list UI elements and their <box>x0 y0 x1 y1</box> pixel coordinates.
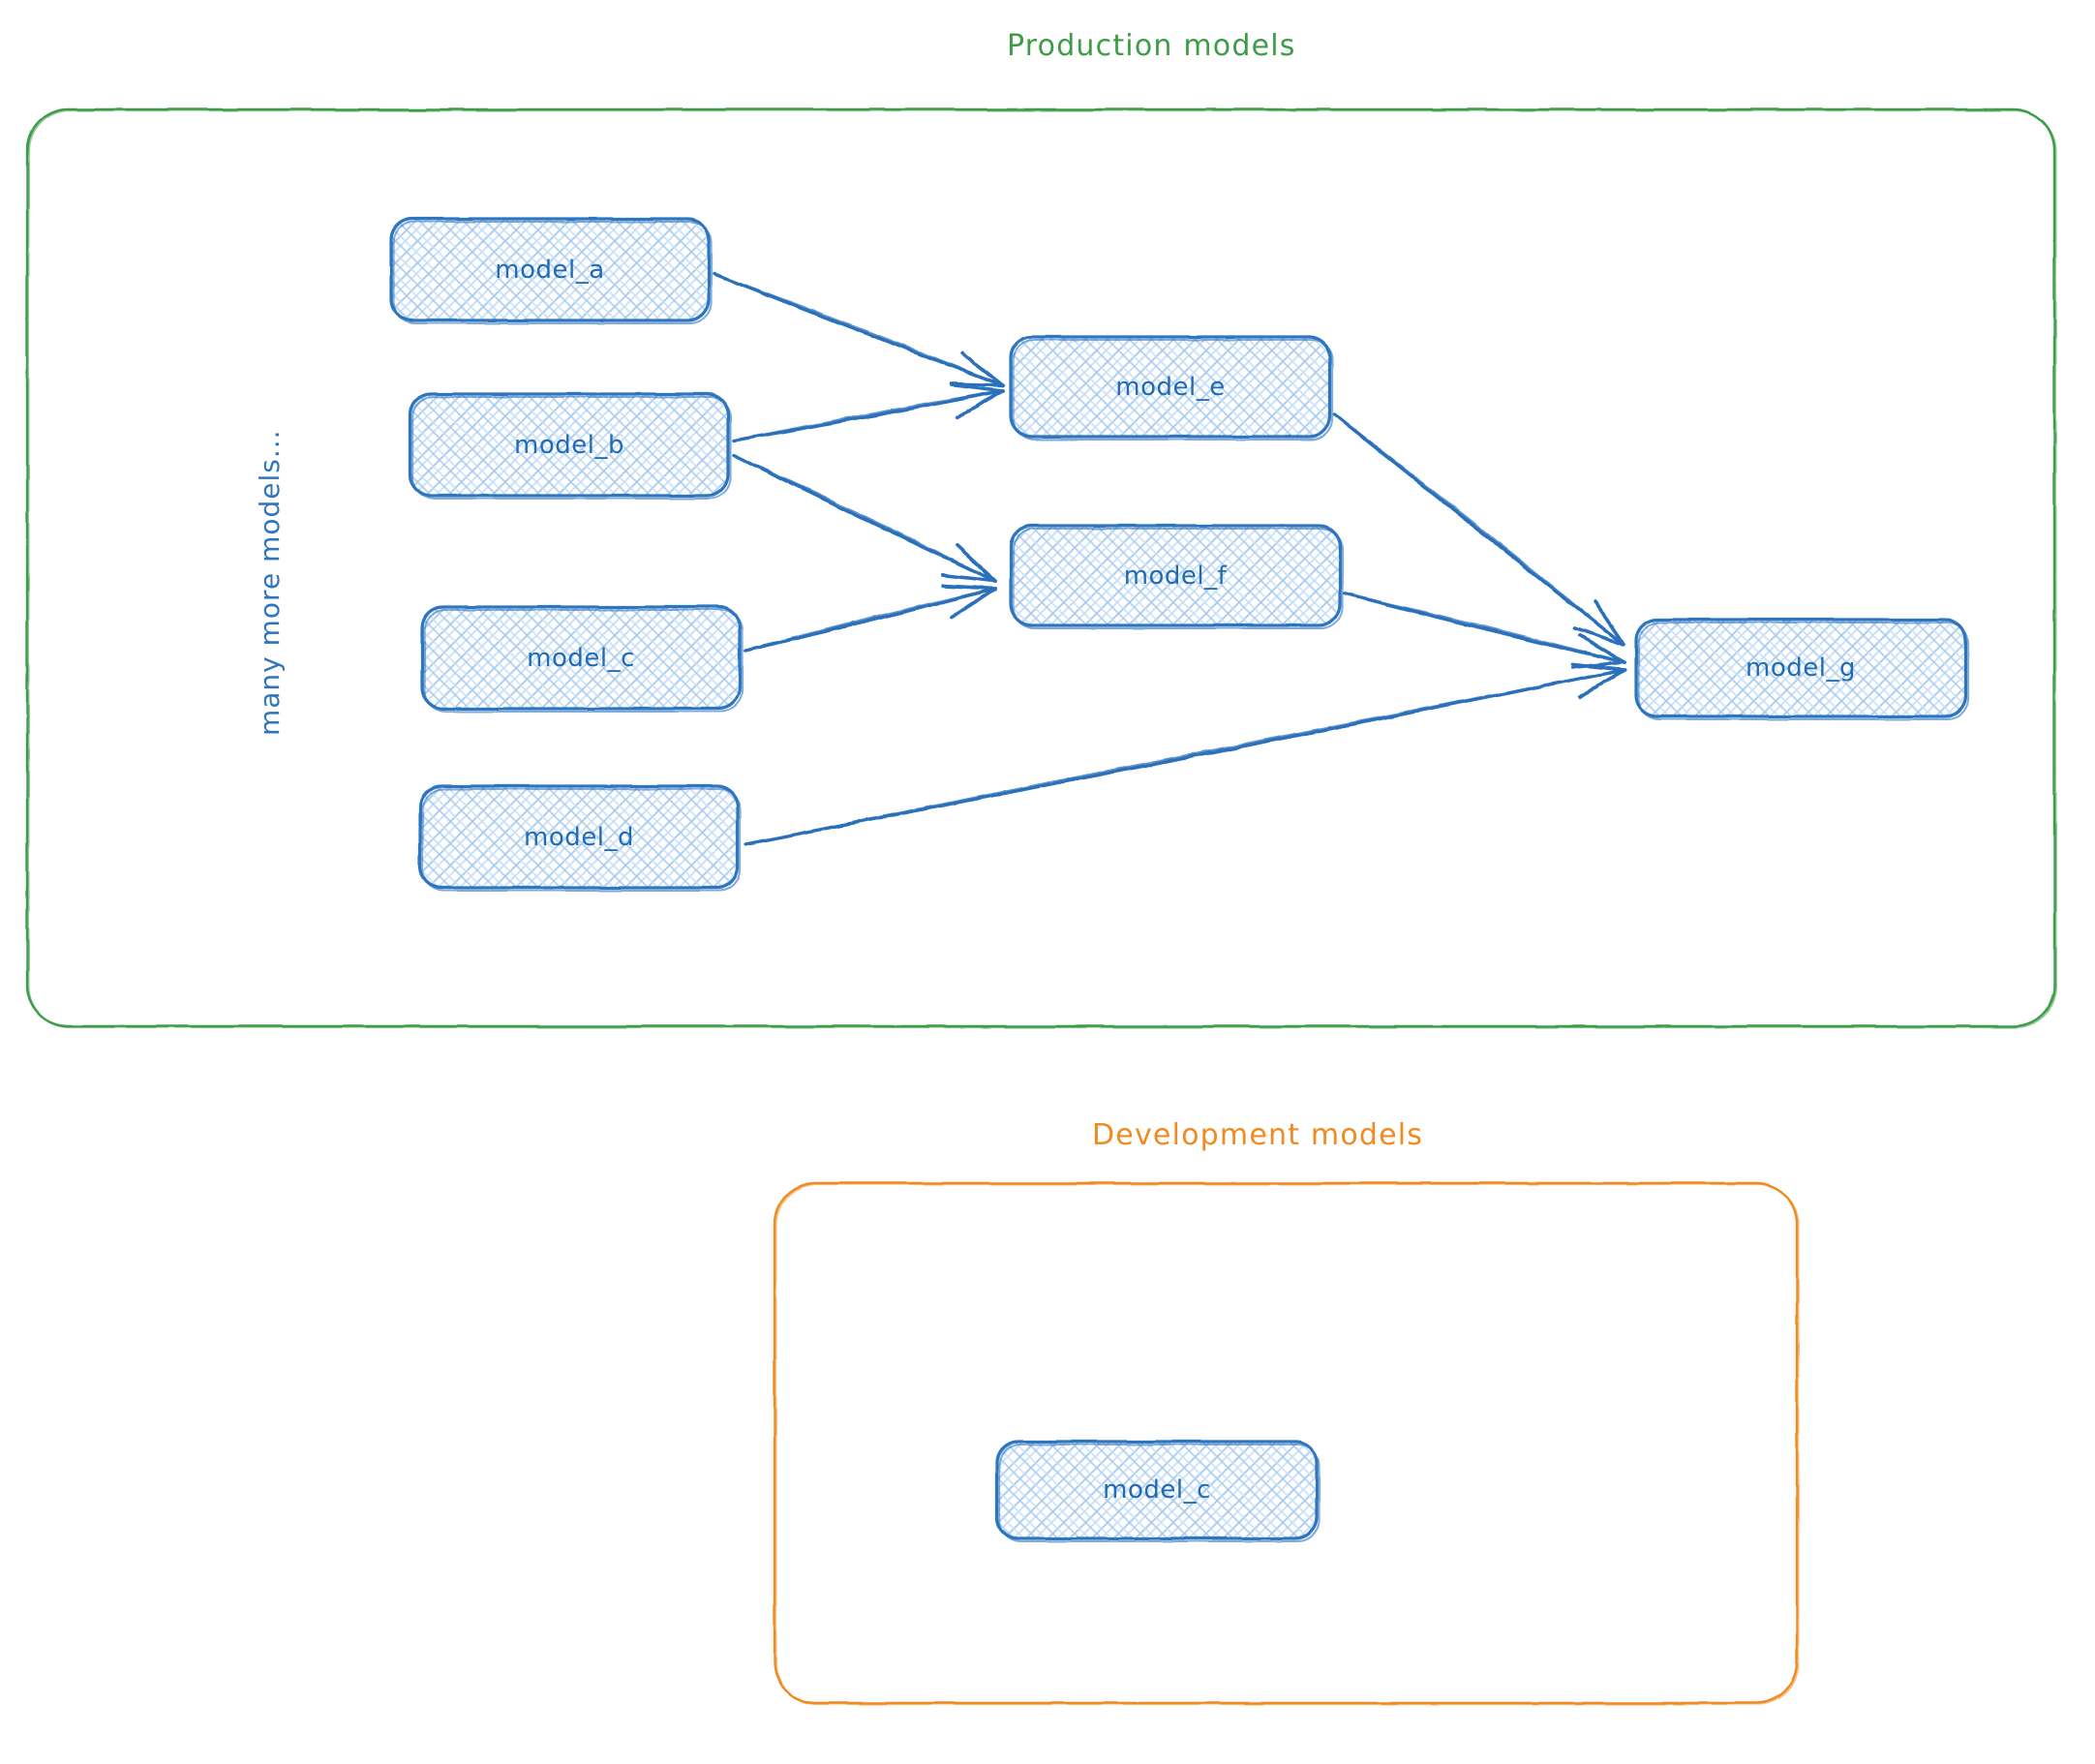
edge-b-f <box>732 453 997 583</box>
edge-c-f <box>744 584 997 653</box>
node-model_g[interactable] <box>1634 618 1969 720</box>
node-model_c_prod[interactable] <box>420 605 744 713</box>
node-label-model_g: model_g <box>1746 654 1856 683</box>
node-model_f[interactable] <box>1009 524 1344 629</box>
node-model_b[interactable] <box>409 392 732 500</box>
group-title-development: Development models <box>1092 1118 1424 1152</box>
node-model_a[interactable] <box>389 217 713 324</box>
side-label-many-more-models: many more models... <box>254 429 286 736</box>
node-label-model_c_dev: model_c <box>1103 1475 1211 1505</box>
group-box-development <box>773 1181 1800 1706</box>
edge-e-g <box>1332 412 1626 647</box>
group-title-production: Production models <box>1007 29 1296 63</box>
group-box-production <box>25 107 2057 1029</box>
node-model_d[interactable] <box>418 784 742 892</box>
node-label-model_b: model_b <box>514 430 624 460</box>
node-label-model_a: model_a <box>495 255 605 285</box>
group-containers <box>25 107 2057 1706</box>
edge-b-e <box>732 382 1005 442</box>
nodes <box>389 217 1969 1542</box>
edges <box>713 272 1626 846</box>
node-label-model_e: model_e <box>1115 372 1226 402</box>
node-model_c_dev[interactable] <box>995 1440 1321 1542</box>
node-label-model_d: model_d <box>524 822 634 852</box>
node-model_e[interactable] <box>1009 335 1334 441</box>
node-label-model_c_prod: model_c <box>527 643 635 673</box>
node-label-model_f: model_f <box>1123 561 1228 591</box>
edge-d-g <box>744 662 1626 846</box>
edge-a-e <box>713 272 1005 387</box>
edge-f-g <box>1342 592 1626 670</box>
